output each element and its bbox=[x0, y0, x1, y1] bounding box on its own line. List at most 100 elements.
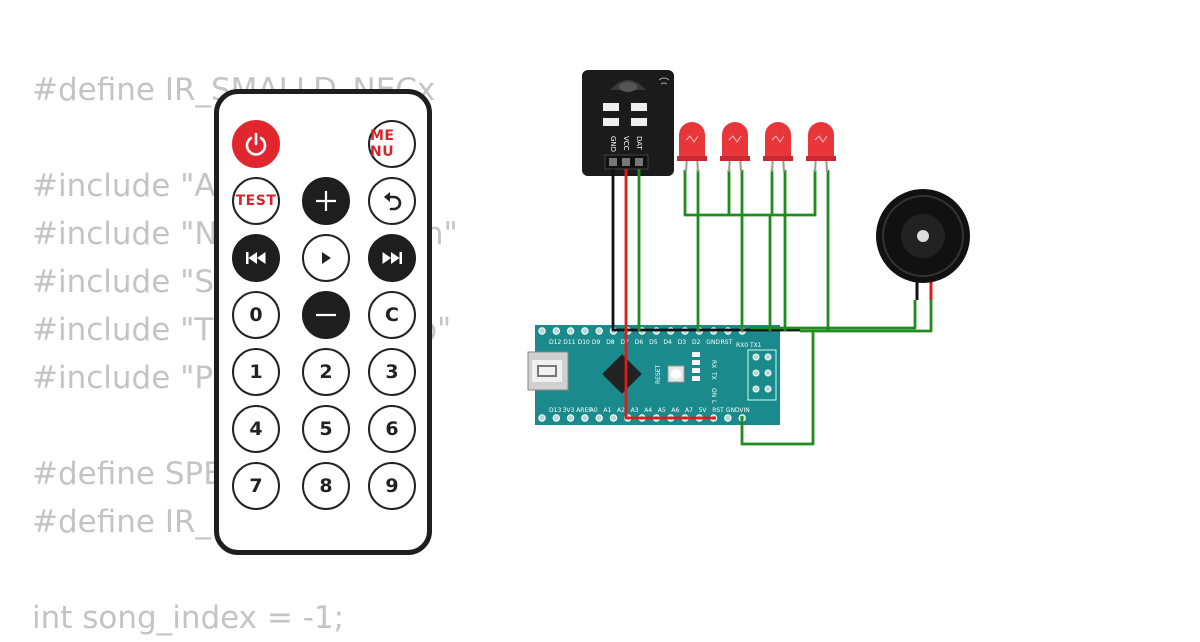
button-6[interactable]: 6 bbox=[368, 405, 416, 453]
bottom-pin-label: GND bbox=[726, 407, 740, 414]
side-header-label: RX0 TX1 bbox=[736, 342, 762, 349]
ir-receiver[interactable]: GND VCC DAT bbox=[582, 70, 674, 176]
test-button[interactable]: TEST bbox=[232, 177, 280, 225]
header-hole bbox=[566, 327, 575, 335]
button-3[interactable]: 3 bbox=[368, 348, 416, 396]
button-4[interactable]: 4 bbox=[232, 405, 280, 453]
header-hole bbox=[566, 414, 575, 422]
bottom-pin-label: A2 bbox=[617, 407, 625, 414]
reset-label: RESET bbox=[655, 364, 662, 384]
back-arrow-icon bbox=[384, 192, 402, 211]
button-7-label: 7 bbox=[249, 475, 263, 497]
ir-pin-dat-label: DAT bbox=[635, 136, 643, 151]
button-0-label: 0 bbox=[249, 304, 263, 326]
top-pin-label: D9 bbox=[592, 339, 601, 346]
wire-gnd-loop bbox=[740, 331, 815, 446]
button-5[interactable]: 5 bbox=[302, 405, 350, 453]
bottom-pin-label: A0 bbox=[590, 407, 598, 414]
menu-button[interactable]: ME NU bbox=[368, 120, 416, 168]
header-hole bbox=[552, 414, 560, 422]
header-hole bbox=[538, 327, 546, 335]
previous-track-icon bbox=[246, 252, 266, 264]
red-led[interactable] bbox=[763, 122, 793, 173]
bottom-pin-label: 3V3 bbox=[563, 407, 575, 414]
previous-button[interactable] bbox=[232, 234, 280, 282]
button-7[interactable]: 7 bbox=[232, 462, 280, 510]
minus-button[interactable] bbox=[302, 291, 350, 339]
test-label: TEST bbox=[235, 193, 277, 209]
bottom-pin-label: A7 bbox=[685, 407, 693, 414]
back-button[interactable] bbox=[368, 177, 416, 225]
play-icon bbox=[322, 252, 331, 264]
header-hole bbox=[538, 414, 546, 422]
button-9[interactable]: 9 bbox=[368, 462, 416, 510]
top-pin-label: RST bbox=[721, 339, 733, 346]
ir-pin-vcc-label: VCC bbox=[622, 136, 630, 151]
menu-label: ME NU bbox=[370, 128, 395, 160]
clear-button[interactable]: C bbox=[368, 291, 416, 339]
button-1[interactable]: 1 bbox=[232, 348, 280, 396]
header-hole bbox=[724, 414, 732, 422]
button-8[interactable]: 8 bbox=[302, 462, 350, 510]
top-pin-label: D4 bbox=[663, 339, 672, 346]
top-pin-label: D2 bbox=[692, 339, 701, 346]
header-hole bbox=[595, 414, 603, 422]
bottom-pin-label: A1 bbox=[603, 407, 611, 414]
code-line: int song_index = -1; bbox=[32, 600, 345, 636]
header-hole bbox=[609, 414, 618, 422]
leds bbox=[677, 122, 836, 173]
wire-ir-vcc bbox=[624, 169, 716, 420]
top-pin-label: GND bbox=[706, 339, 720, 346]
play-button[interactable] bbox=[302, 234, 350, 282]
code-line: #define SPE bbox=[32, 456, 223, 492]
top-pin-label: D12 bbox=[549, 339, 561, 346]
top-pin-label: D6 bbox=[635, 339, 644, 346]
top-pin-label: D11 bbox=[563, 339, 575, 346]
header-hole bbox=[581, 327, 589, 335]
bottom-pin-label: A6 bbox=[671, 407, 679, 414]
header-hole bbox=[595, 327, 603, 335]
button-3-label: 3 bbox=[385, 361, 399, 383]
button-1-label: 1 bbox=[249, 361, 263, 383]
bottom-pin-label: A3 bbox=[631, 407, 639, 414]
ir-pin-gnd-label: GND bbox=[609, 136, 617, 152]
button-2[interactable]: 2 bbox=[302, 348, 350, 396]
next-track-icon bbox=[382, 252, 402, 264]
wire-buzzer-gnd bbox=[750, 300, 917, 330]
minus-icon bbox=[316, 313, 336, 317]
top-pin-label: D10 bbox=[578, 339, 590, 346]
wires bbox=[611, 169, 933, 446]
bottom-pin-label: RST bbox=[712, 407, 724, 414]
power-button[interactable] bbox=[232, 120, 280, 168]
wire-ir-gnd bbox=[611, 169, 800, 332]
bottom-pin-label: A5 bbox=[658, 407, 666, 414]
button-5-label: 5 bbox=[319, 418, 333, 440]
bottom-pin-label: 5V bbox=[699, 407, 708, 414]
l-led-label: L bbox=[710, 400, 717, 404]
header-hole bbox=[581, 414, 589, 422]
header-hole bbox=[552, 327, 560, 335]
wire-led-gnd-bus bbox=[683, 170, 817, 217]
bottom-pin-label: VIN bbox=[739, 407, 749, 414]
plus-button[interactable] bbox=[302, 177, 350, 225]
button-8-label: 8 bbox=[319, 475, 333, 497]
button-4-label: 4 bbox=[249, 418, 263, 440]
next-button[interactable] bbox=[368, 234, 416, 282]
red-led[interactable] bbox=[720, 122, 750, 173]
rx-led-label: RX bbox=[710, 360, 717, 368]
wire-buzzer-signal bbox=[800, 300, 933, 333]
on-led-label: ON bbox=[710, 388, 717, 397]
red-led[interactable] bbox=[806, 122, 836, 173]
tx-led-label: TX bbox=[710, 371, 717, 380]
red-led[interactable] bbox=[677, 122, 707, 173]
buzzer[interactable] bbox=[876, 189, 970, 300]
top-pin-label: D5 bbox=[649, 339, 658, 346]
ir-remote: ME NU TEST 0 C 1 2 3 4 5 6 7 8 9 bbox=[214, 89, 432, 555]
button-9-label: 9 bbox=[385, 475, 399, 497]
button-0[interactable]: 0 bbox=[232, 291, 280, 339]
plus-icon bbox=[316, 191, 336, 211]
top-pin-label: D8 bbox=[606, 339, 615, 346]
clear-label: C bbox=[385, 304, 399, 326]
